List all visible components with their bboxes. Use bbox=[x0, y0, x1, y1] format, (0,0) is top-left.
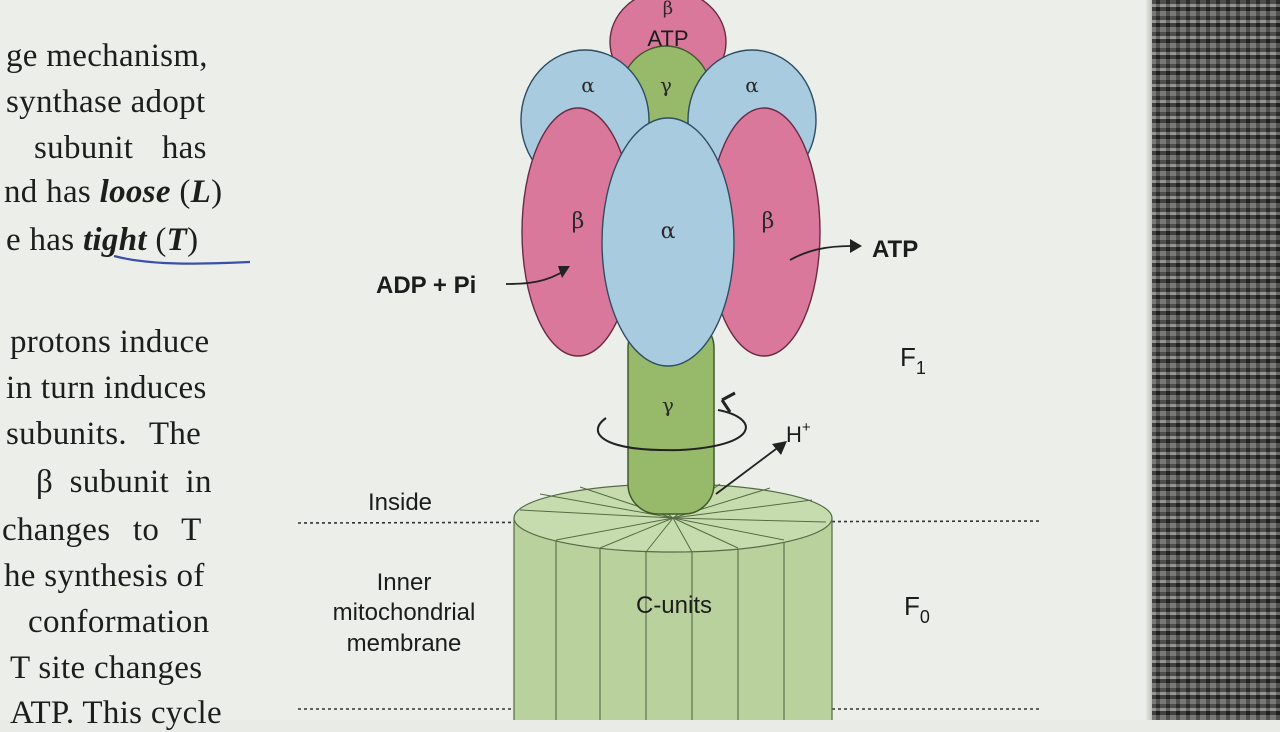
adp-pi-label: ADP + Pi bbox=[376, 272, 476, 299]
atp-out-arrowhead bbox=[850, 239, 862, 253]
proton-arrowhead bbox=[772, 441, 787, 455]
pen-underline bbox=[113, 254, 251, 265]
text-fragment: nd has bbox=[4, 174, 92, 210]
text-fragment: e has bbox=[6, 222, 75, 258]
alpha-right-label: α bbox=[745, 73, 759, 97]
membrane-label-line3: membrane bbox=[347, 630, 462, 657]
text-line: subunits. The bbox=[6, 416, 202, 452]
alpha-left-label: α bbox=[581, 73, 595, 97]
text-line: ge mechanism, bbox=[6, 38, 208, 74]
top-beta-label: β bbox=[663, 0, 673, 19]
text-line: β subunit in bbox=[36, 464, 212, 500]
alpha-front-label: α bbox=[661, 219, 676, 244]
proton-label: H+ bbox=[786, 419, 811, 447]
beta-right-label: β bbox=[762, 209, 775, 234]
top-gamma-label: γ bbox=[660, 73, 672, 97]
text-line-loose: nd has loose (L) bbox=[4, 174, 223, 210]
text-line: T site changes bbox=[10, 650, 203, 686]
text-line: protons induce bbox=[10, 324, 210, 360]
text-line: conformation bbox=[28, 604, 210, 640]
text-line: in turn induces bbox=[6, 370, 207, 406]
alpha-subunit-front bbox=[601, 117, 735, 367]
text-line-tight: e has tight (T) bbox=[6, 222, 199, 258]
atp-out-arrow bbox=[789, 245, 853, 261]
rotation-arrow bbox=[596, 409, 747, 452]
proton-arrow bbox=[715, 442, 785, 495]
beta-left-label: β bbox=[572, 209, 585, 234]
page-edge bbox=[1146, 0, 1152, 720]
tight-abbrev: T bbox=[166, 222, 188, 258]
text-line: changes to T bbox=[2, 512, 202, 548]
f1-label: F1 bbox=[900, 342, 926, 378]
tight-term: tight bbox=[82, 222, 147, 258]
text-line: synthase adopt bbox=[6, 84, 206, 120]
gamma-stalk-label: γ bbox=[662, 393, 674, 417]
woven-mat-background bbox=[1150, 0, 1280, 720]
text-line: subunit has bbox=[34, 130, 207, 166]
adp-arrowhead bbox=[558, 266, 570, 278]
f0-label: F0 bbox=[904, 591, 930, 627]
inside-label: Inside bbox=[368, 489, 432, 516]
loose-abbrev: L bbox=[190, 174, 212, 210]
membrane-label-line2: mitochondrial bbox=[333, 599, 476, 626]
rotation-arrowhead bbox=[720, 391, 736, 413]
loose-term: loose bbox=[99, 174, 171, 210]
top-atp-label: ATP bbox=[647, 26, 688, 51]
membrane-label-line1: Inner bbox=[377, 569, 432, 596]
atp-out-label: ATP bbox=[872, 236, 918, 263]
c-units-label: C-units bbox=[636, 592, 712, 619]
c-units-ring bbox=[513, 483, 833, 720]
text-line: he synthesis of bbox=[4, 558, 205, 594]
atp-synthase-diagram: β ATP γ α α β β α γ ADP + Pi ATP F1 F0 H… bbox=[297, 0, 1043, 720]
